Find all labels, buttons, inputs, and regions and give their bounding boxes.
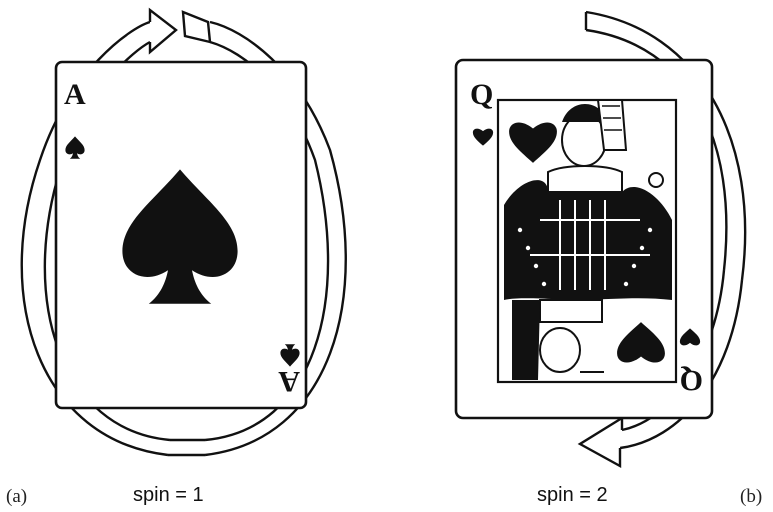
ace-rank-top: A <box>64 78 86 111</box>
panel-label-b: (b) <box>740 486 762 508</box>
queen-rank-top: Q <box>470 78 493 111</box>
panel-a: A A <box>22 10 346 455</box>
queen-rank-bottom: Q <box>680 364 703 397</box>
panel-b: Q <box>456 12 745 466</box>
ace-rank-bottom: A <box>278 365 300 398</box>
spin-caption-a: spin = 1 <box>133 484 204 507</box>
panel-label-a: (a) <box>6 486 27 508</box>
spin-caption-b: spin = 2 <box>537 484 608 507</box>
